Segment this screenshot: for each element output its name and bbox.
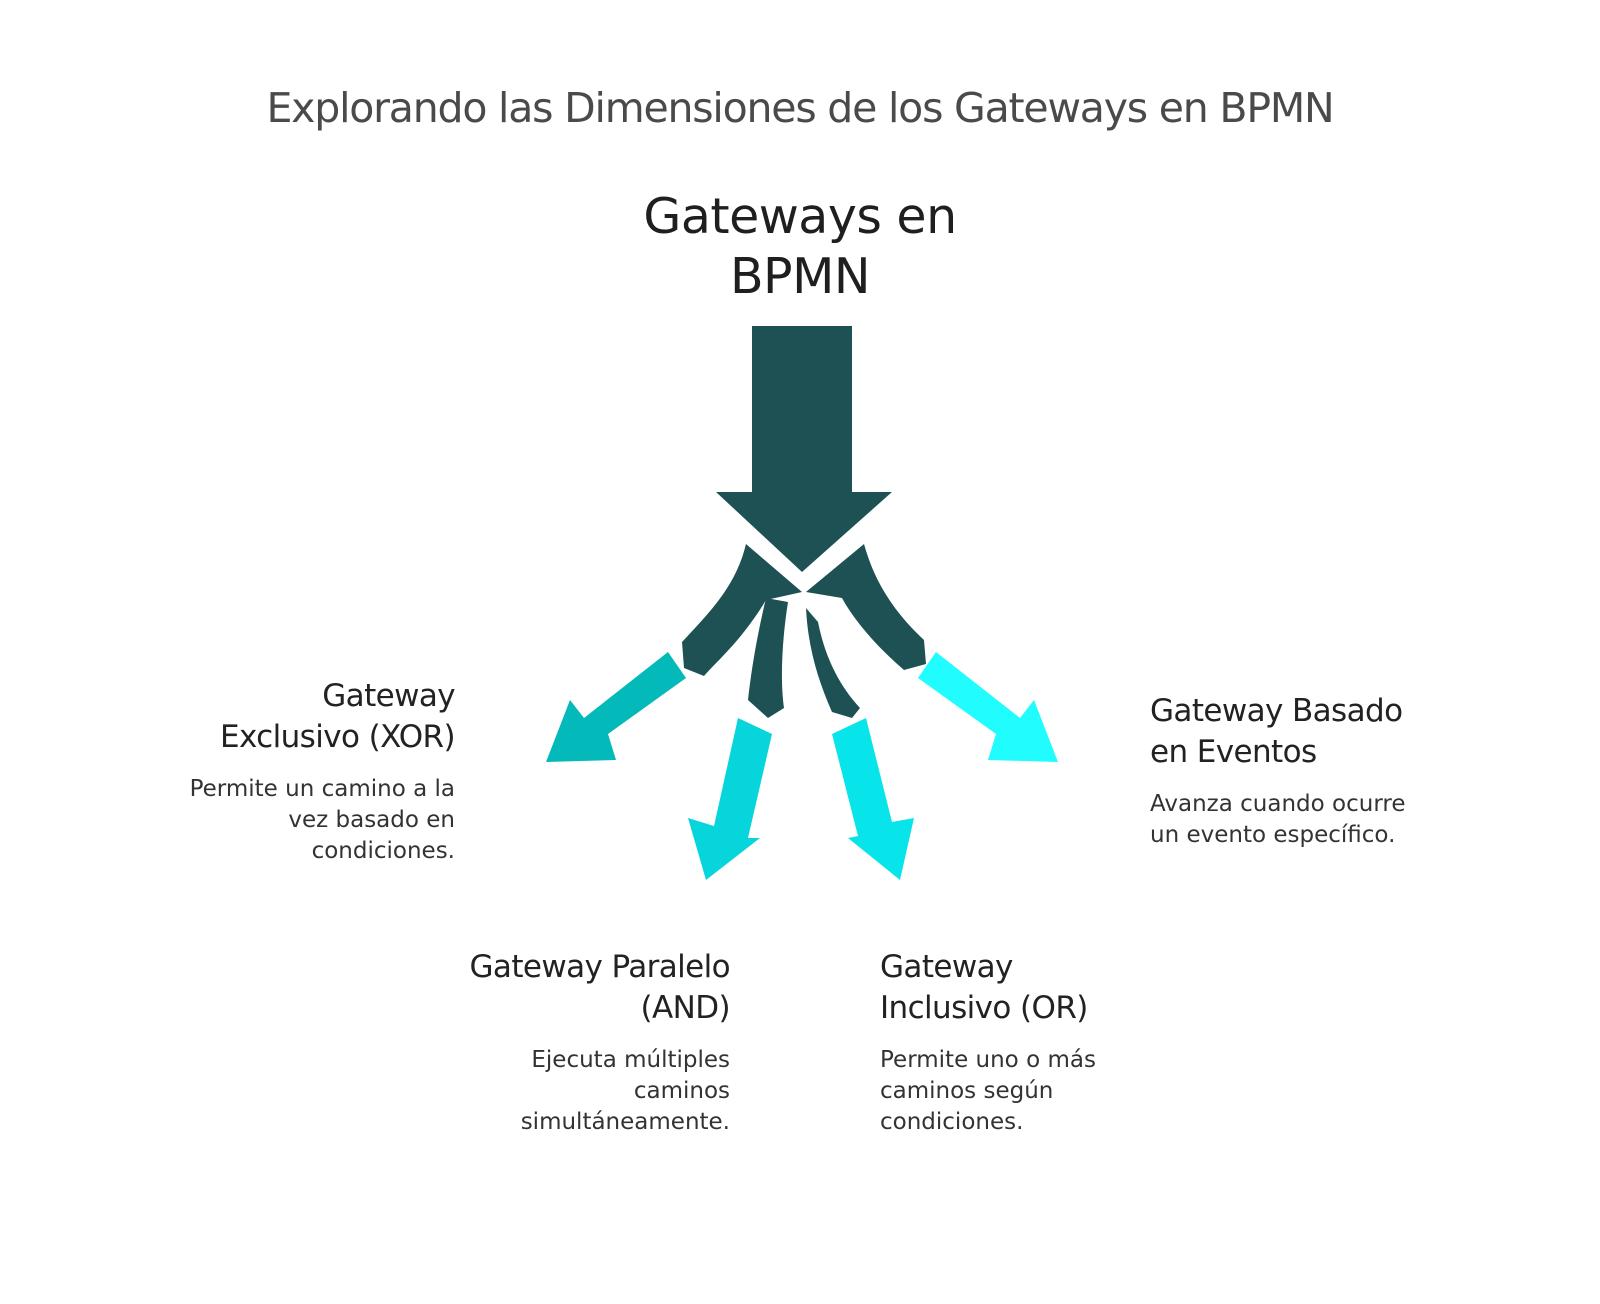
gateway-or-title: Gateway Inclusivo (OR) xyxy=(880,947,1170,1029)
gateway-xor-item: Gateway Exclusivo (XOR) Permite un camin… xyxy=(150,676,456,867)
arrow-and xyxy=(688,718,772,880)
central-concept-line-1: Gateways en xyxy=(643,188,957,245)
gateway-event-item: Gateway Basado en Eventos Avanza cuando … xyxy=(1150,691,1455,851)
gateway-and-item: Gateway Paralelo (AND) Ejecuta múltiples… xyxy=(420,947,731,1138)
gateway-and-desc-line-1: Ejecuta múltiples xyxy=(531,1047,730,1073)
root-branch-inner-left xyxy=(748,598,788,718)
central-concept-label: Gateways en BPMN xyxy=(0,187,1600,307)
page-title: Explorando las Dimensiones de los Gatewa… xyxy=(266,84,1334,132)
gateway-or-desc-line-1: Permite uno o más xyxy=(880,1047,1096,1073)
gateway-xor-desc-line-1: Permite un camino a la xyxy=(189,776,455,802)
arrow-event xyxy=(918,652,1058,762)
gateway-event-desc-line-2: un evento específico. xyxy=(1150,822,1396,848)
gateway-or-title-line-1: Gateway xyxy=(880,949,1013,985)
gateway-and-desc-line-2: caminos xyxy=(633,1078,730,1104)
gateway-or-desc-line-2: caminos según xyxy=(880,1078,1054,1104)
gateway-xor-title-line-1: Gateway xyxy=(322,678,455,714)
gateway-event-title-line-1: Gateway Basado xyxy=(1150,693,1403,729)
gateway-and-description: Ejecuta múltiples caminos simultáneament… xyxy=(420,1045,730,1138)
root-branch-inner-right xyxy=(806,608,860,718)
gateway-or-desc-line-3: condiciones. xyxy=(880,1109,1024,1135)
gateway-event-title-line-2: en Eventos xyxy=(1150,734,1317,770)
gateway-event-title: Gateway Basado en Eventos xyxy=(1150,691,1455,773)
gateway-and-title: Gateway Paralelo (AND) xyxy=(420,947,731,1029)
gateway-event-description: Avanza cuando ocurre un evento específic… xyxy=(1150,789,1455,851)
gateway-xor-title: Gateway Exclusivo (XOR) xyxy=(150,676,456,758)
gateway-xor-description: Permite un camino a la vez basado en con… xyxy=(150,774,455,867)
gateway-and-title-line-1: Gateway Paralelo xyxy=(469,949,731,985)
arrow-xor xyxy=(546,652,686,762)
gateway-xor-desc-line-2: vez basado en xyxy=(288,807,455,833)
gateway-and-desc-line-3: simultáneamente. xyxy=(520,1109,730,1135)
gateway-event-desc-line-1: Avanza cuando ocurre xyxy=(1150,791,1406,817)
gateway-or-title-line-2: Inclusivo (OR) xyxy=(880,990,1088,1026)
root-branch-outer-right xyxy=(806,544,926,670)
arrow-or xyxy=(832,718,914,880)
gateway-xor-desc-line-3: condiciones. xyxy=(311,838,455,864)
root-branch-outer-left xyxy=(682,544,802,676)
central-concept-line-2: BPMN xyxy=(729,248,871,305)
main-down-arrow xyxy=(716,326,892,572)
gateway-xor-title-line-2: Exclusivo (XOR) xyxy=(219,719,456,755)
gateway-or-item: Gateway Inclusivo (OR) Permite uno o más… xyxy=(880,947,1170,1138)
gateway-or-description: Permite uno o más caminos según condicio… xyxy=(880,1045,1170,1138)
gateway-and-title-line-2: (AND) xyxy=(640,990,731,1026)
